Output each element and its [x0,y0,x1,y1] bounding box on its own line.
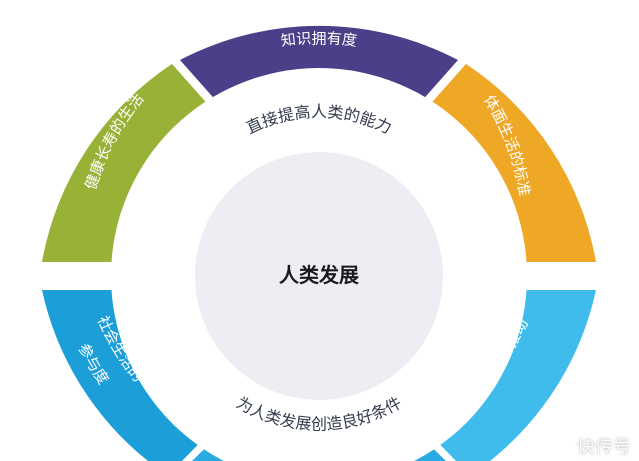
segment-bottom-right-label: 和 [390,438,405,456]
segment-living-standard [402,64,596,262]
segment-bottom-left-label: 环 [228,441,243,459]
center-circle [195,152,443,400]
segment-knowledge-label: 知识拥有度 [280,29,358,50]
watermark: 快传号 [577,437,631,458]
center-label: 人类发展 [279,263,359,287]
